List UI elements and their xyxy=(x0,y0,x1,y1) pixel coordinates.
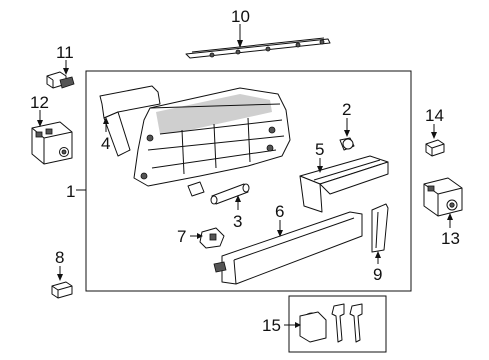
part-12-switch-housing xyxy=(31,121,73,165)
callout-1: 1 xyxy=(66,182,75,201)
callout-2: 2 xyxy=(342,100,351,119)
callout-3: 3 xyxy=(233,212,242,231)
part-2-bumper xyxy=(339,137,355,151)
callout-7: 7 xyxy=(177,227,186,246)
callout-5: 5 xyxy=(315,140,324,159)
part-9-side-panel xyxy=(371,203,389,253)
callout-10: 10 xyxy=(231,7,250,26)
part-1-glovebox-frame xyxy=(99,85,291,187)
callout-13: 13 xyxy=(441,229,460,248)
callout-4: 4 xyxy=(101,134,110,153)
part-7-latch xyxy=(199,227,225,249)
lock-kit-frame xyxy=(288,295,387,353)
part-3-damper xyxy=(187,181,250,205)
callout-11: 11 xyxy=(56,43,74,62)
callout-6: 6 xyxy=(275,202,284,221)
part-11-clip xyxy=(46,71,75,89)
callout-9: 9 xyxy=(373,265,382,284)
part-13-switch xyxy=(423,177,463,217)
part-5-bracket xyxy=(299,155,389,213)
leader-lines xyxy=(37,24,453,328)
callout-14: 14 xyxy=(425,106,444,125)
part-8-block xyxy=(51,281,73,299)
part-14-cap xyxy=(425,139,445,157)
callout-12: 12 xyxy=(30,93,49,112)
part-15-lock-kit xyxy=(299,303,363,343)
callout-15: 15 xyxy=(262,316,281,335)
assembly-frame xyxy=(85,70,412,292)
callout-8: 8 xyxy=(55,248,64,267)
part-10-trim-strip xyxy=(185,37,331,59)
part-6-door xyxy=(213,211,363,285)
